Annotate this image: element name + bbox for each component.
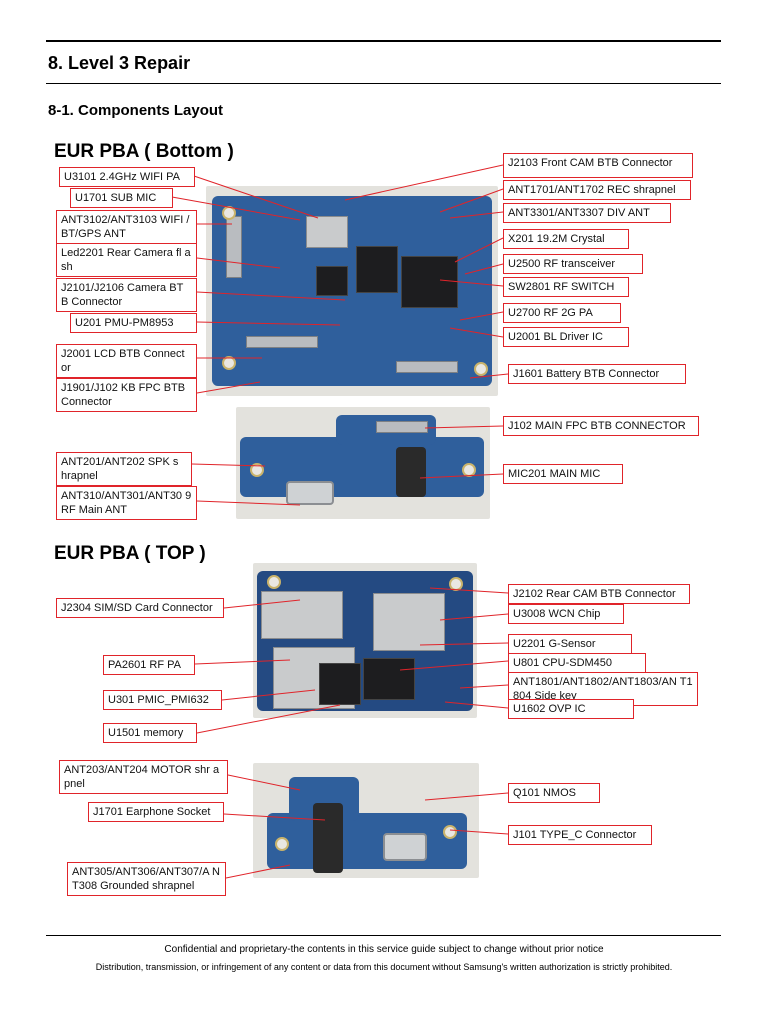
top-board-heading: EUR PBA ( TOP )	[54, 543, 206, 564]
callout-j101: J101 TYPE_C Connector	[508, 825, 652, 845]
callout-j2102: J2102 Rear CAM BTB Connector	[508, 584, 690, 604]
callout-u1602: U1602 OVP IC	[508, 699, 634, 719]
callout-u801: U801 CPU-SDM450	[508, 653, 646, 673]
chip	[316, 266, 348, 296]
callout-ant1701: ANT1701/ANT1702 REC shrapnel	[503, 180, 691, 200]
callout-j2001: J2001 LCD BTB Connect or	[56, 344, 197, 378]
callout-u2500: U2500 RF transceiver	[503, 254, 643, 274]
callout-pa2601: PA2601 RF PA	[103, 655, 195, 675]
callout-j2304: J2304 SIM/SD Card Connector	[56, 598, 224, 618]
rf-shield	[373, 593, 445, 651]
callout-j2103: J2103 Front CAM BTB Connector	[503, 153, 693, 178]
header-rule-top	[46, 40, 721, 42]
screw-hole	[250, 463, 264, 477]
callout-ant201: ANT201/ANT202 SPK s hrapnel	[56, 452, 192, 486]
rf-shield	[306, 216, 348, 248]
footer-notice: Confidential and proprietary-the content…	[164, 944, 604, 955]
callout-u3008: U3008 WCN Chip	[508, 604, 624, 624]
usb-port	[383, 833, 427, 861]
audio-jack	[313, 803, 343, 873]
screw-hole	[443, 825, 457, 839]
connector	[246, 336, 318, 348]
screw-hole	[462, 463, 476, 477]
callout-ant203: ANT203/ANT204 MOTOR shr apnel	[59, 760, 228, 794]
screw-hole	[222, 356, 236, 370]
sub-title: 8-1. Components Layout	[48, 102, 224, 119]
callout-j2101: J2101/J2106 Camera BT B Connector	[56, 278, 197, 312]
screw-hole	[267, 575, 281, 589]
sim-tray	[261, 591, 343, 639]
audio-jack	[396, 447, 426, 497]
callout-ant3301: ANT3301/ANT3307 DIV ANT	[503, 203, 671, 223]
screw-hole	[275, 837, 289, 851]
usb-port	[286, 481, 334, 505]
callout-u2700: U2700 RF 2G PA	[503, 303, 621, 323]
top-main-board-photo	[253, 563, 477, 718]
pcb-outline	[267, 813, 467, 869]
connector	[396, 361, 458, 373]
callout-q101: Q101 NMOS	[508, 783, 600, 803]
callout-u201: U201 PMU-PM8953	[70, 313, 197, 333]
callout-mic201: MIC201 MAIN MIC	[503, 464, 623, 484]
chip	[401, 256, 458, 308]
section-title: 8. Level 3 Repair	[48, 53, 191, 73]
callout-ant3102: ANT3102/ANT3103 WIFI /BT/GPS ANT	[56, 210, 197, 244]
callout-j1701: J1701 Earphone Socket	[88, 802, 224, 822]
callout-j102: J102 MAIN FPC BTB CONNECTOR	[503, 416, 699, 436]
connector	[226, 216, 242, 278]
bottom-sub-board-photo	[236, 407, 490, 519]
callout-j1601: J1601 Battery BTB Connector	[508, 364, 686, 384]
callout-ant305: ANT305/ANT306/ANT307/A NT308 Grounded sh…	[67, 862, 226, 896]
footer-disclaimer: Distribution, transmission, or infringem…	[95, 962, 673, 972]
footer-rule	[46, 935, 721, 936]
callout-ant310: ANT310/ANT301/ANT30 9 RF Main ANT	[56, 486, 197, 520]
screw-hole	[474, 362, 488, 376]
screw-hole	[449, 577, 463, 591]
connector	[376, 421, 428, 433]
callout-u1501: U1501 memory	[103, 723, 197, 743]
callout-u3101: U3101 2.4GHz WIFI PA	[59, 167, 195, 187]
callout-u2001: U2001 BL Driver IC	[503, 327, 629, 347]
callout-led2201: Led2201 Rear Camera fl ash	[56, 243, 197, 277]
callout-j1901: J1901/J102 KB FPC BTB Connector	[56, 378, 197, 412]
top-sub-board-photo	[253, 763, 479, 878]
screw-hole	[222, 206, 236, 220]
memory-chip	[319, 663, 361, 705]
bottom-board-heading: EUR PBA ( Bottom )	[54, 141, 234, 162]
cpu-chip	[363, 658, 415, 700]
pcb-outline	[240, 437, 484, 497]
callout-u2201: U2201 G-Sensor	[508, 634, 632, 654]
callout-x201: X201 19.2M Crystal	[503, 229, 629, 249]
callout-sw2801: SW2801 RF SWITCH	[503, 277, 629, 297]
callout-u301: U301 PMIC_PMI632	[103, 690, 222, 710]
callout-u1701: U1701 SUB MIC	[70, 188, 173, 208]
chip	[356, 246, 398, 293]
bottom-main-board-photo	[206, 186, 498, 396]
header-rule-bottom	[46, 83, 721, 84]
